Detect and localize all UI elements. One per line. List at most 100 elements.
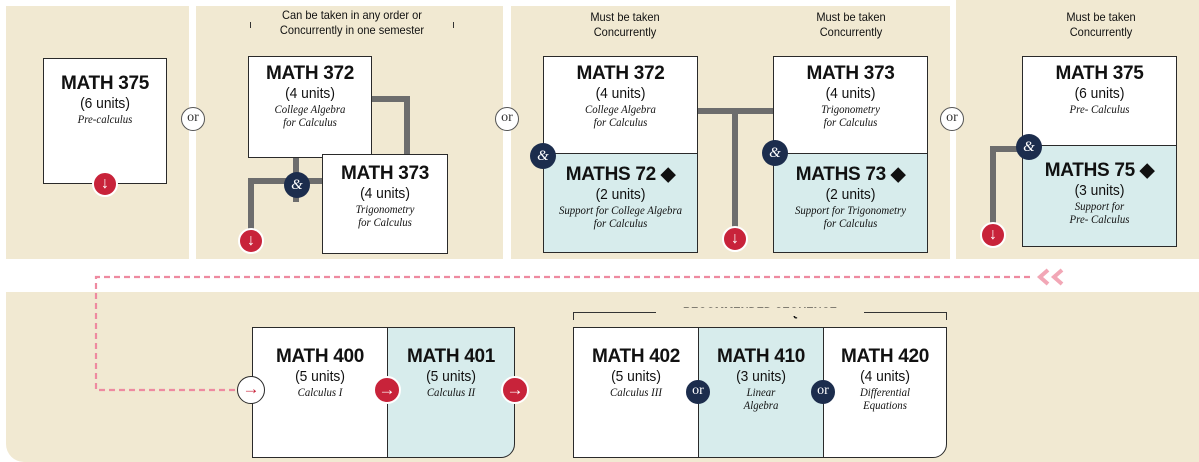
course-code: MATH 410 <box>716 346 806 367</box>
course-desc: Support for <box>1074 199 1125 213</box>
course-math373-concurrent[interactable]: MATH 373 (4 units) Trigonometry for Calc… <box>773 56 928 154</box>
course-desc: Equations <box>863 398 907 412</box>
course-code: MATH 375 <box>60 73 150 94</box>
course-units: (3 units) <box>1074 182 1125 199</box>
or-connector-dark: or <box>686 380 710 404</box>
course-code: MATH 420 <box>840 346 930 367</box>
next-arrow-icon: → <box>501 376 529 404</box>
group4-header: Must be taken Concurrently <box>1041 10 1161 40</box>
down-arrow-icon: ↓ <box>722 226 748 252</box>
down-arrow-icon: ↓ <box>238 228 264 254</box>
course-desc: for Calculus <box>823 216 878 230</box>
course-desc: Linear <box>746 385 776 399</box>
header-line-2: Concurrently in one semester <box>279 23 425 37</box>
course-desc: Pre-calculus <box>77 112 133 126</box>
course-units: (2 units) <box>825 186 876 203</box>
group2-bracket <box>250 22 454 28</box>
course-desc: Differential <box>859 385 910 399</box>
or-connector-1: or <box>181 107 205 131</box>
course-code: MATH 373 <box>340 163 430 184</box>
course-units: (3 units) <box>736 368 786 385</box>
course-desc: Pre- Calculus <box>1069 212 1130 226</box>
course-code: MATH 372 <box>265 63 355 84</box>
course-units: (4 units) <box>595 85 646 102</box>
entry-arrow-icon: → <box>237 376 265 404</box>
or-connector-3: or <box>940 107 964 131</box>
course-desc: Support for College Algebra <box>558 203 683 217</box>
down-arrow-icon: ↓ <box>980 222 1006 248</box>
course-code: MATH 402 <box>591 346 681 367</box>
course-code: MATH 372 <box>576 63 665 84</box>
course-code: MATHS 73 ◆ <box>795 164 906 185</box>
course-code: MATH 375 <box>1055 63 1144 84</box>
course-math400[interactable]: MATH 400 (5 units) Calculus I <box>252 327 388 458</box>
course-desc: for Calculus <box>593 115 648 129</box>
down-arrow-icon: ↓ <box>92 171 118 197</box>
course-maths73-support[interactable]: MATHS 73 ◆ (2 units) Support for Trigono… <box>773 153 928 253</box>
header-line-1: Can be taken in any order or <box>282 8 422 22</box>
course-math410[interactable]: MATH 410 (3 units) Linear Algebra <box>698 327 824 458</box>
course-units: (5 units) <box>426 368 476 385</box>
and-badge-icon: & <box>284 172 310 198</box>
or-connector-dark: or <box>811 380 835 404</box>
group3-header-a: Must be taken Concurrently <box>565 10 685 40</box>
course-math373[interactable]: MATH 373 (4 units) Trigonometry for Calc… <box>322 154 448 254</box>
course-units: (4 units) <box>825 85 876 102</box>
course-desc: Calculus III <box>610 385 662 399</box>
course-units: (5 units) <box>295 368 345 385</box>
course-units: (2 units) <box>595 186 646 203</box>
recommended-bracket-gap <box>656 308 864 316</box>
course-desc: Algebra <box>743 398 779 412</box>
course-units: (4 units) <box>360 185 410 202</box>
course-desc: College Algebra <box>274 102 346 116</box>
course-math375-precalculus[interactable]: MATH 375 (6 units) Pre-calculus <box>43 58 167 184</box>
course-desc: Trigonometry <box>821 102 880 116</box>
connector-line <box>370 96 410 102</box>
course-desc: Calculus I <box>297 385 343 399</box>
course-desc: for Calculus <box>358 215 412 229</box>
course-units: (4 units) <box>285 85 335 102</box>
connector-line <box>990 146 1030 152</box>
course-desc: for Calculus <box>823 115 878 129</box>
course-math420[interactable]: MATH 420 (4 units) Differential Equation… <box>823 327 947 458</box>
course-math402[interactable]: MATH 402 (5 units) Calculus III <box>573 327 699 458</box>
course-units: (5 units) <box>611 368 661 385</box>
course-units: (6 units) <box>1074 85 1125 102</box>
connector-line <box>404 96 410 154</box>
and-badge-icon: & <box>1016 134 1042 160</box>
course-code: MATH 400 <box>275 346 365 367</box>
group3-header-b: Must be taken Concurrently <box>791 10 911 40</box>
course-code: MATH 401 <box>406 346 496 367</box>
connector-line <box>248 178 254 232</box>
course-maths75-support[interactable]: MATHS 75 ◆ (3 units) Support for Pre- Ca… <box>1022 145 1177 247</box>
connector-line <box>990 146 996 226</box>
course-math372-concurrent[interactable]: MATH 372 (4 units) College Algebra for C… <box>543 56 698 154</box>
course-units: (6 units) <box>80 95 130 112</box>
header-line-1: Must be taken <box>816 10 886 24</box>
group2-header: Can be taken in any order or Concurrentl… <box>260 8 444 38</box>
course-desc: Support for Trigonometry <box>794 203 907 217</box>
course-desc: for Calculus <box>283 115 337 129</box>
course-math401[interactable]: MATH 401 (5 units) Calculus II <box>387 327 515 458</box>
course-code: MATH 373 <box>806 63 895 84</box>
and-badge-icon: & <box>762 140 788 166</box>
header-line-2: Concurrently <box>819 25 883 39</box>
course-units: (4 units) <box>860 368 910 385</box>
header-line-1: Must be taken <box>590 10 660 24</box>
header-line-2: Concurrently <box>1069 25 1133 39</box>
header-line-1: Must be taken <box>1066 10 1136 24</box>
course-desc: for Calculus <box>593 216 648 230</box>
and-badge-icon: & <box>530 143 556 169</box>
course-code: MATHS 72 ◆ <box>565 164 676 185</box>
course-maths72-support[interactable]: MATHS 72 ◆ (2 units) Support for College… <box>543 153 698 253</box>
course-desc: Pre- Calculus <box>1069 102 1130 116</box>
connector-line <box>732 108 738 230</box>
course-math375-concurrent[interactable]: MATH 375 (6 units) Pre- Calculus <box>1022 56 1177 146</box>
header-line-2: Concurrently <box>593 25 657 39</box>
course-math372[interactable]: MATH 372 (4 units) College Algebra for C… <box>248 56 372 158</box>
course-desc: Calculus II <box>426 385 476 399</box>
course-code: MATHS 75 ◆ <box>1044 160 1155 181</box>
course-desc: Trigonometry <box>355 202 415 216</box>
or-connector-2: or <box>495 107 519 131</box>
next-arrow-icon: → <box>373 376 401 404</box>
